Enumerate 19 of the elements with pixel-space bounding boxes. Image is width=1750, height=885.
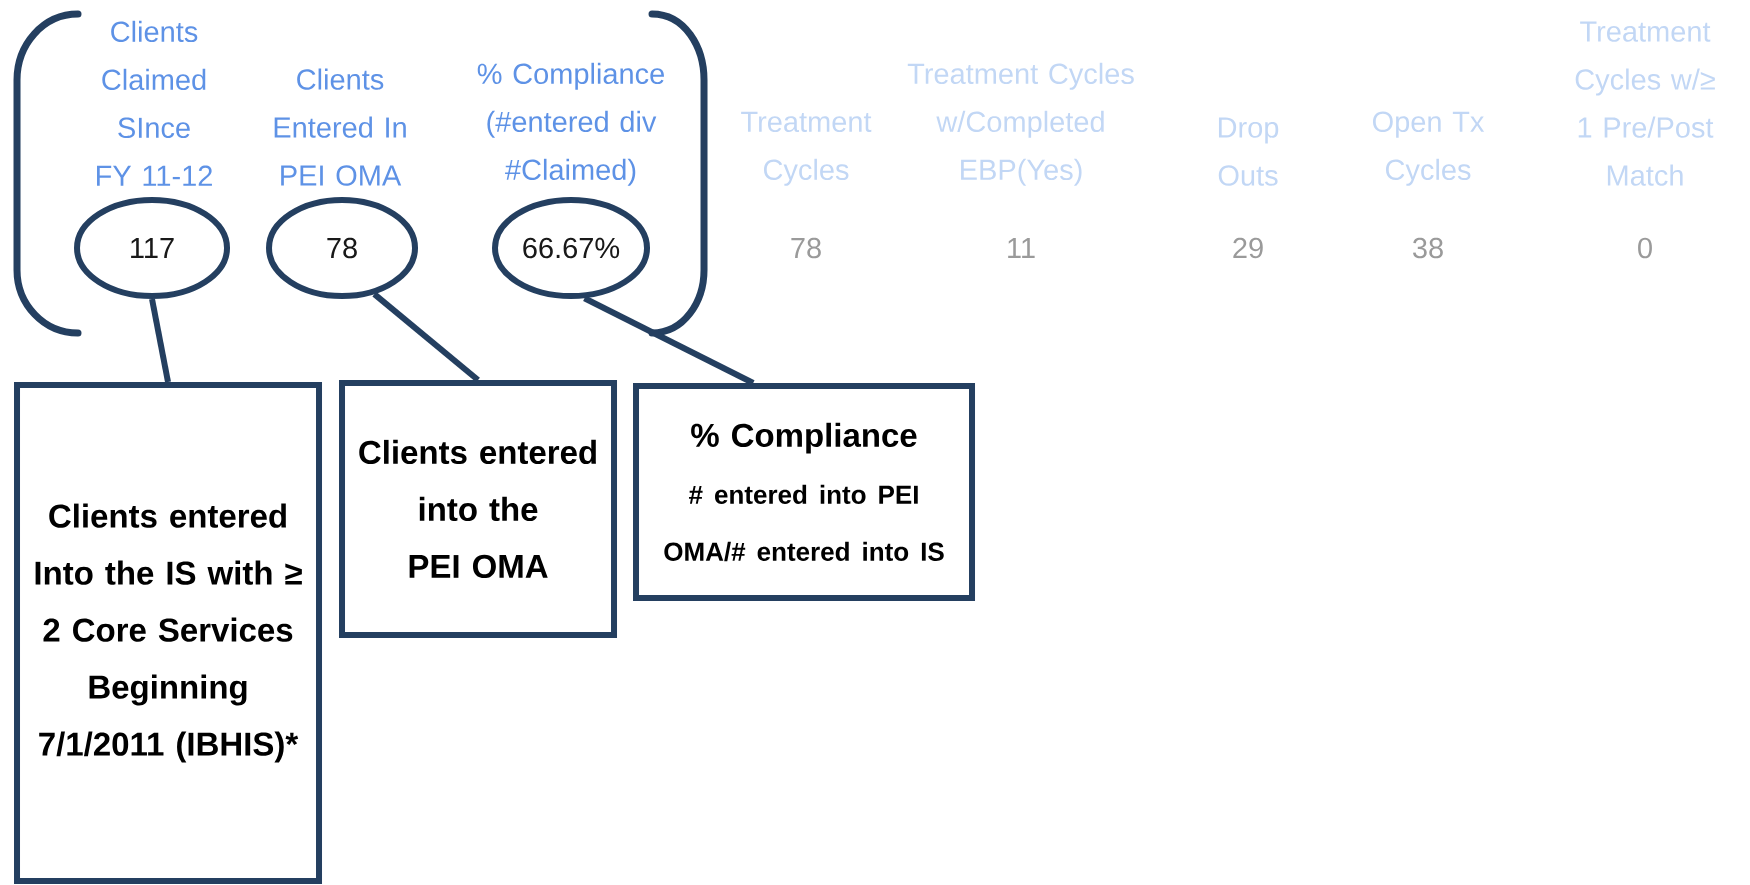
callout-box: Clients entered into the PEI OMA bbox=[339, 380, 617, 638]
column-header: Treatment Cycles w/Completed EBP(Yes) bbox=[907, 62, 1134, 186]
column-header: Open Tx Cycles bbox=[1373, 111, 1485, 186]
leader-line bbox=[372, 291, 480, 383]
column-header: Treatment Cycles bbox=[741, 111, 872, 186]
table-value: 0 bbox=[1638, 237, 1652, 259]
callout-box: Clients entered Into the IS with ≥ 2 Core Services Beginning 7/1/2011 (IBHIS)* bbox=[14, 382, 322, 884]
table-value: 38 bbox=[1413, 237, 1443, 259]
column-header: Treatment Cycles w/≥ 1 Pre/Post Match bbox=[1575, 21, 1715, 186]
table-value: 78 bbox=[791, 237, 821, 259]
callout-box: % Compliance # entered into PEI OMA/# entered into IS bbox=[633, 383, 975, 601]
leader-line bbox=[583, 295, 755, 386]
column-header: Clients Entered In PEI OMA bbox=[274, 68, 406, 186]
table-value: 11 bbox=[1008, 238, 1035, 258]
column-header: % Compliance (#entered div #Claimed) bbox=[477, 62, 664, 186]
table-value: 29 bbox=[1233, 237, 1263, 259]
column-header: Clients Claimed SInce FY 11-12 bbox=[97, 20, 212, 186]
leader-line bbox=[149, 298, 171, 383]
column-header: Drop Outs bbox=[1218, 117, 1279, 186]
